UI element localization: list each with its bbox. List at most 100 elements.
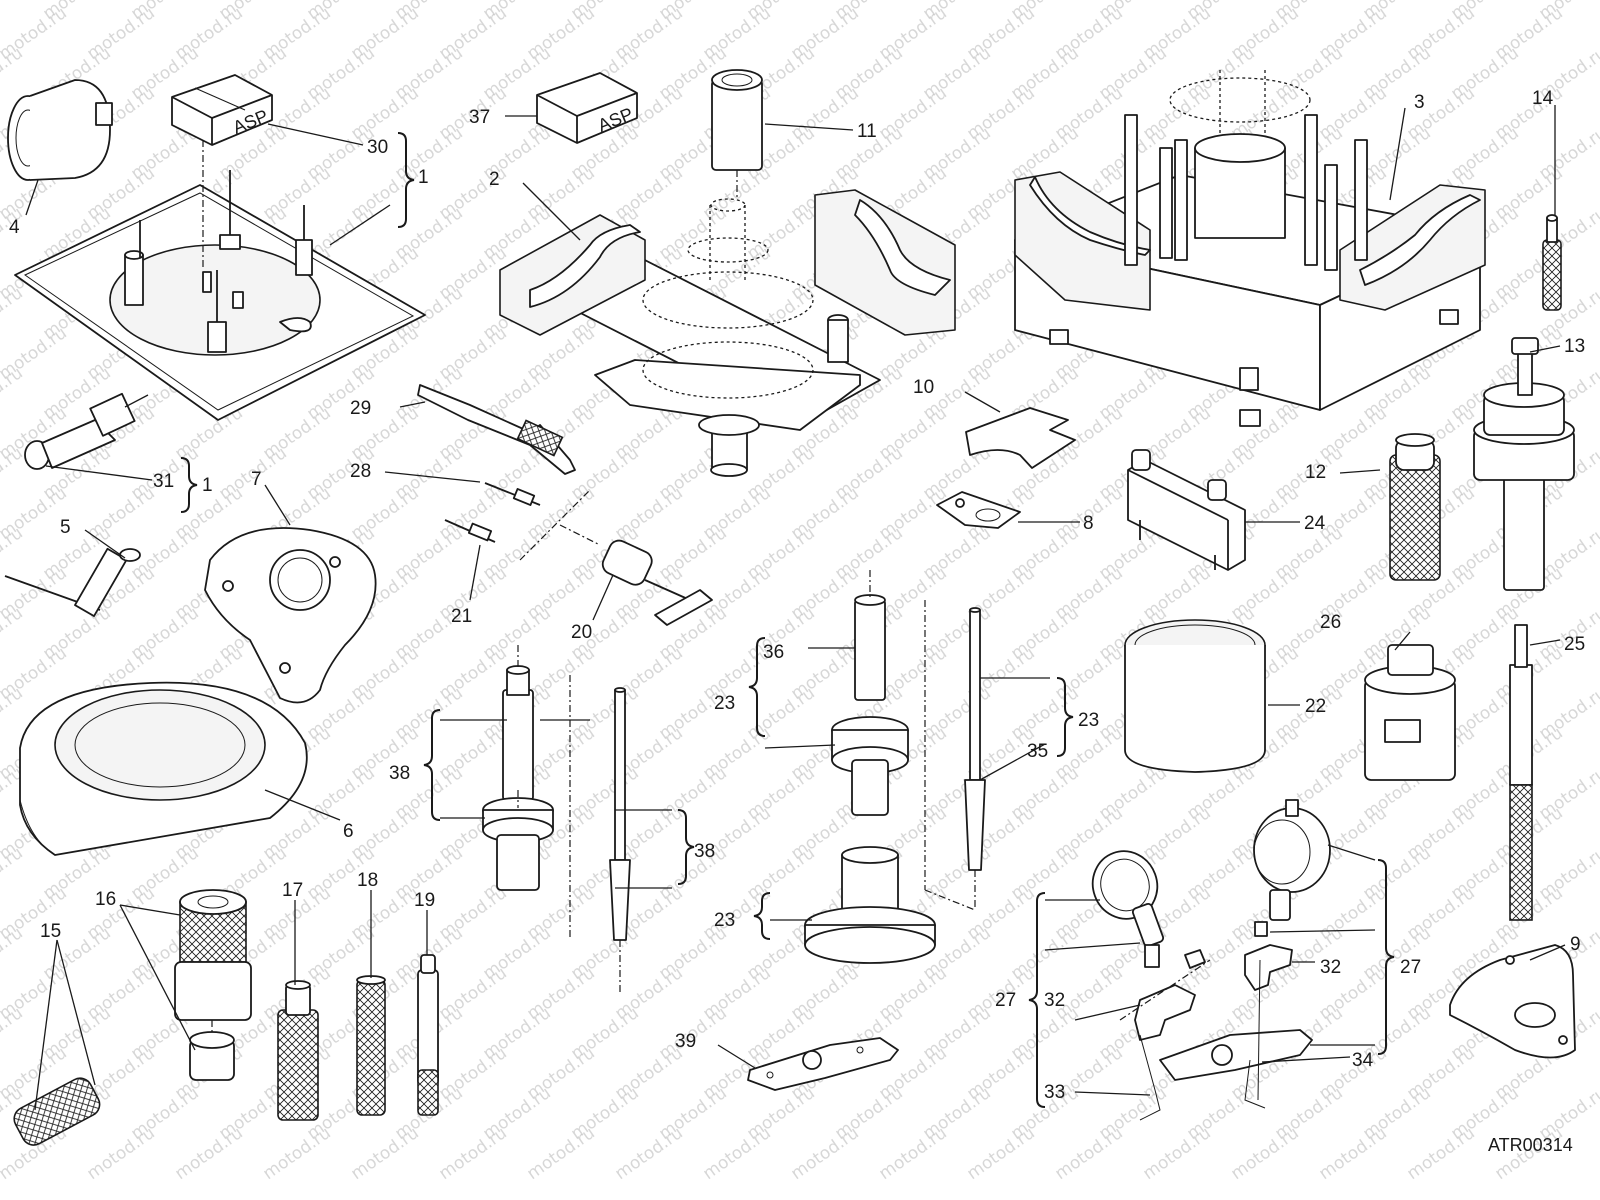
label-23-right: 23 xyxy=(1078,710,1099,731)
braces xyxy=(180,132,1395,1108)
label-12: 12 xyxy=(1305,462,1326,483)
part-12-sleeve xyxy=(1389,433,1441,581)
part-6-ring xyxy=(19,681,308,856)
watermark-text: motod.ru xyxy=(1051,1123,1126,1184)
part-16-drift xyxy=(174,889,252,1081)
part-7-plate xyxy=(204,527,377,704)
part-22-ring xyxy=(1124,619,1266,773)
part-26-block xyxy=(1364,644,1456,781)
part-18-drift xyxy=(356,975,386,1116)
part-8-bracket xyxy=(936,491,1021,529)
part-14-pin xyxy=(1542,214,1562,311)
part-20-puller xyxy=(519,489,713,626)
part-35-rod xyxy=(964,607,986,910)
part-34-arm xyxy=(1139,959,1313,1121)
part-28-rod xyxy=(484,482,541,506)
watermark-text: motod.ru xyxy=(787,1123,862,1184)
part-11-sleeve xyxy=(711,69,763,200)
label-24: 24 xyxy=(1304,513,1326,534)
label-27-left: 27 xyxy=(995,990,1016,1011)
leader-lines xyxy=(25,105,1566,1111)
part-17-drift xyxy=(277,980,319,1121)
part-13-puller xyxy=(1473,337,1575,591)
watermark-text: motod.ru xyxy=(1227,1123,1302,1184)
label-16: 16 xyxy=(95,889,116,910)
part-21-rod xyxy=(444,519,496,543)
label-9: 9 xyxy=(1570,934,1581,955)
label-7: 7 xyxy=(251,469,262,490)
label-13: 13 xyxy=(1564,336,1585,357)
part-36-23-drift xyxy=(804,570,976,964)
watermark-text: motod.ru xyxy=(435,1123,510,1184)
label-4: 4 xyxy=(9,217,20,238)
label-1-top: 1 xyxy=(418,167,429,188)
label-29: 29 xyxy=(350,398,371,419)
label-38-left: 38 xyxy=(389,763,410,784)
label-36: 36 xyxy=(763,642,784,663)
part-27-dial-right xyxy=(1244,799,1331,991)
part-30-asp-block: ASP xyxy=(171,74,273,146)
label-11: 11 xyxy=(857,121,877,142)
label-18: 18 xyxy=(357,870,378,891)
watermark-text: motod.ru xyxy=(347,1123,422,1184)
label-14: 14 xyxy=(1532,88,1554,109)
part-15-pins xyxy=(13,1077,101,1146)
label-27-right: 27 xyxy=(1400,957,1421,978)
part-10-plate xyxy=(965,407,1076,469)
watermark-text: motod.ru xyxy=(611,1123,686,1184)
label-17: 17 xyxy=(282,880,303,901)
watermark-text: motod.ru xyxy=(259,1123,334,1184)
part-27-dial-left xyxy=(1091,850,1211,1041)
label-15: 15 xyxy=(40,921,61,942)
part-3-stand xyxy=(1014,70,1486,427)
label-39: 39 xyxy=(675,1031,696,1052)
label-3: 3 xyxy=(1414,92,1425,113)
part-38-rod-right xyxy=(609,687,631,995)
label-2: 2 xyxy=(489,169,500,190)
label-37: 37 xyxy=(469,107,490,128)
label-19: 19 xyxy=(414,890,435,911)
label-28: 28 xyxy=(350,461,371,482)
watermark-text: motod.ru xyxy=(1139,1123,1214,1184)
label-23-bottom: 23 xyxy=(714,910,735,931)
part-25-pin xyxy=(1509,624,1533,921)
watermark-text: motod.ru xyxy=(1403,1123,1478,1184)
part-37-asp-block: ASP xyxy=(536,72,638,144)
label-25: 25 xyxy=(1564,634,1585,655)
part-19-pin xyxy=(417,954,439,1116)
label-1-bottom: 1 xyxy=(202,475,213,496)
label-35: 35 xyxy=(1027,741,1048,762)
part-24-fixture xyxy=(1127,449,1246,571)
label-31: 31 xyxy=(153,471,174,492)
label-33: 33 xyxy=(1044,1082,1065,1103)
label-32-left: 32 xyxy=(1044,990,1065,1011)
watermark-text: motod.ru xyxy=(875,1123,950,1184)
label-22: 22 xyxy=(1305,696,1326,717)
watermark-text: motod.ru xyxy=(1315,1123,1390,1184)
label-6: 6 xyxy=(343,821,354,842)
label-26: 26 xyxy=(1320,612,1341,633)
label-10: 10 xyxy=(913,377,934,398)
part-39-bracket xyxy=(747,1037,899,1091)
part-31-stud xyxy=(24,392,149,470)
part-4-collar xyxy=(7,79,113,181)
part-9-bracket xyxy=(1449,944,1576,1059)
label-21: 21 xyxy=(451,606,472,627)
callout-labels: 30 1 4 31 1 2 37 11 3 14 13 12 10 8 24 2… xyxy=(9,88,1585,1155)
watermark-text: motod.ru xyxy=(699,1123,774,1184)
label-8: 8 xyxy=(1083,513,1094,534)
label-20: 20 xyxy=(571,622,592,643)
label-23-center: 23 xyxy=(714,693,735,714)
drawing-code: ATR00314 xyxy=(1488,1135,1573,1155)
label-32-right: 32 xyxy=(1320,957,1341,978)
part-2-cradle xyxy=(499,189,956,477)
part-1-plate xyxy=(14,140,426,421)
label-38-right: 38 xyxy=(694,841,715,862)
watermark-text: motod.ru xyxy=(963,1123,1038,1184)
watermark-text: motod.ru xyxy=(171,1123,246,1184)
label-34: 34 xyxy=(1352,1050,1374,1071)
part-29-tool xyxy=(417,384,576,475)
watermark-text: motod.ru xyxy=(523,1123,598,1184)
label-30: 30 xyxy=(367,137,388,158)
